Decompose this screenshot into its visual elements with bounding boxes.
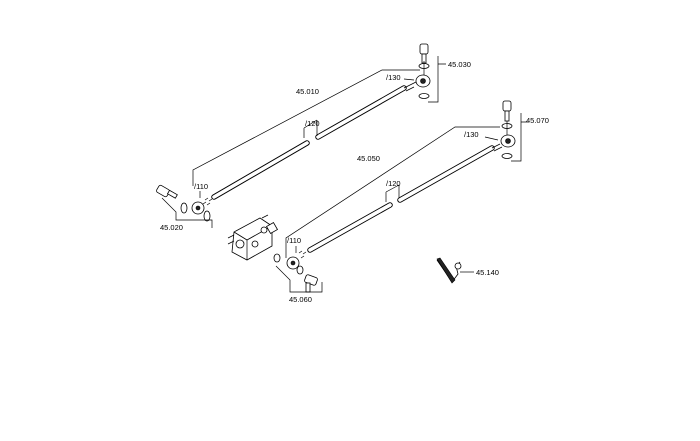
leader-120b: [385, 184, 400, 202]
leader-130a: [403, 78, 415, 81]
label-130b: /130: [464, 130, 479, 139]
leader-130b: [484, 136, 499, 141]
leader-45010: [192, 69, 420, 186]
label-45030: 45.030: [448, 60, 471, 69]
pipe-45010: [211, 85, 407, 200]
label-120b: /120: [386, 179, 401, 188]
leader-120a: [303, 119, 318, 138]
leader-45050: [285, 126, 500, 258]
bracket-45070: [511, 113, 528, 162]
label-110a: /110: [194, 182, 208, 191]
pipe-45050: [307, 145, 495, 253]
banjo-bolt-45030: [418, 43, 430, 99]
label-45070: 45.070: [526, 116, 549, 125]
threaded-end-45010-bottom: [191, 197, 213, 215]
threaded-end-45050-bottom: [286, 250, 307, 270]
label-45010: 45.010: [296, 87, 319, 96]
label-45050: 45.050: [357, 154, 380, 163]
bracket-45020: [161, 197, 213, 228]
threaded-end-45050-top: [491, 134, 516, 152]
bracket-45030: [428, 56, 446, 103]
valve-block: [227, 214, 279, 261]
label-110b: /110: [287, 236, 301, 245]
label-45020: 45.020: [160, 223, 183, 232]
banjo-bolt-45020: [156, 184, 211, 222]
label-130a: /130: [386, 73, 401, 82]
banjo-bolt-45060: [273, 253, 318, 293]
banjo-bolt-45070: [501, 100, 513, 159]
clamp-45140: [436, 257, 462, 284]
label-45140: 45.140: [476, 268, 499, 277]
label-120a: /120: [305, 119, 320, 128]
bracket-45060: [275, 265, 323, 293]
label-45060: 45.060: [289, 295, 312, 304]
threaded-end-45010-top: [403, 74, 431, 92]
